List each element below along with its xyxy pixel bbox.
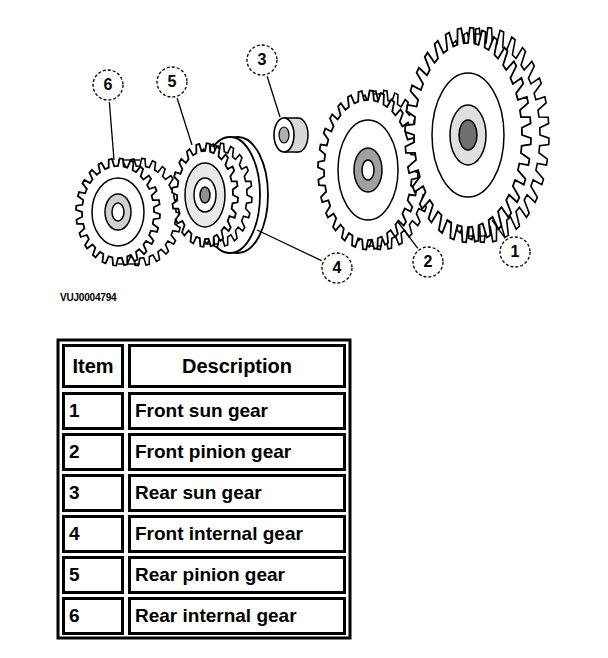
gear-ring (194, 178, 216, 212)
gear-ring (200, 187, 210, 203)
leader-line (267, 76, 280, 117)
gear-face (172, 143, 238, 247)
gear-face (76, 158, 160, 265)
gear-ring (354, 148, 382, 192)
table-cell: 4 (62, 515, 124, 553)
leader-line (492, 220, 505, 238)
gear-face (318, 90, 418, 249)
table-cell: 1 (62, 392, 124, 430)
gear-ring (185, 163, 225, 227)
gear-ring (105, 194, 131, 230)
callout-circle (500, 237, 530, 267)
sun-gear-hole (279, 127, 289, 143)
gear-edge (118, 263, 140, 264)
leader-line (257, 230, 322, 261)
gear-ring (112, 203, 124, 221)
gear-face (405, 28, 531, 243)
gear-ring (92, 178, 144, 246)
rear-internal-gear (76, 158, 182, 265)
leader-line (109, 102, 114, 160)
callout-circle (322, 253, 352, 283)
callout-number: 5 (160, 70, 184, 94)
gear-ring (459, 120, 477, 150)
callout-number: 4 (325, 256, 349, 280)
leader-line (398, 222, 418, 248)
table-cell: 5 (62, 556, 124, 594)
table-cell: 2 (62, 433, 124, 471)
leader-line (177, 98, 192, 145)
table-header: Item (62, 344, 124, 388)
sun-gear-face (274, 118, 294, 152)
gear-ring (338, 120, 398, 220)
table-cell: Rear sun gear (128, 474, 346, 512)
table-cell: Rear internal gear (128, 597, 346, 635)
table-cell: 6 (62, 597, 124, 635)
gear-ring (362, 160, 374, 180)
callout-number: 6 (96, 73, 120, 97)
front-sun-gear (405, 28, 549, 243)
table-header: Description (128, 344, 346, 388)
table-cell: 3 (62, 474, 124, 512)
gear-ring (450, 105, 486, 165)
callout-circle (413, 247, 443, 277)
callout-number: 1 (503, 240, 527, 264)
table-cell: Front sun gear (128, 392, 346, 430)
callout-circle (93, 70, 123, 100)
table-cell: Front pinion gear (128, 433, 346, 471)
table-cell: Front internal gear (128, 515, 346, 553)
rear-pinion-gear (172, 143, 252, 247)
callout-circle (247, 45, 277, 75)
figure-code: VUJ0004794 (60, 292, 116, 303)
table-frame (58, 340, 350, 638)
callout-number: 3 (250, 48, 274, 72)
gear-ring (432, 73, 504, 197)
callout-number: 2 (416, 250, 440, 274)
callout-circle (157, 67, 187, 97)
table-cell: Rear pinion gear (128, 556, 346, 594)
